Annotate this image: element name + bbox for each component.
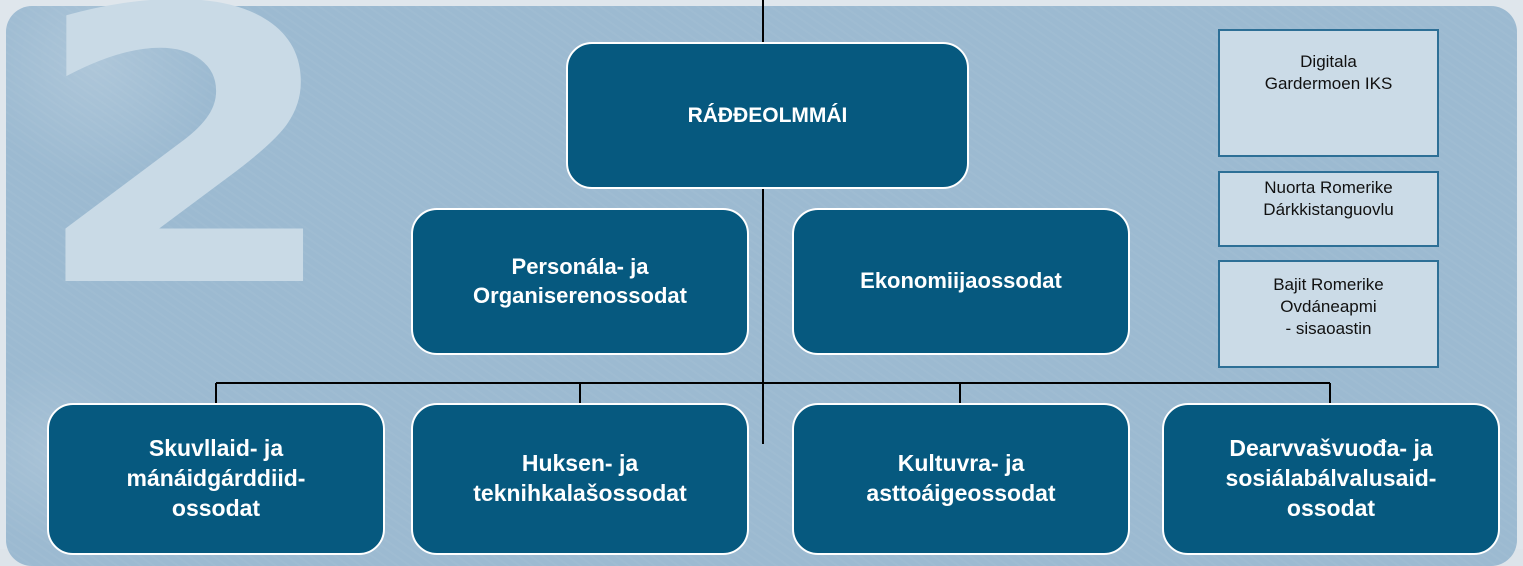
node-personala-ossodat[interactable]: Personála- ja Organiserenossodat [411,208,749,355]
side-unit-digitala-gardermoen[interactable]: Digitala Gardermoen IKS [1218,29,1439,157]
node-huksen-ossodat[interactable]: Huksen- ja teknihkalašossodat [411,403,749,555]
big-number-2: 2 [30,0,342,371]
node-skuvllaid-ossodat[interactable]: Skuvllaid- ja mánáidgárddiid- ossodat [47,403,385,555]
node-kultuvra-ossodat[interactable]: Kultuvra- ja asttoáigeossodat [792,403,1130,555]
org-chart-canvas: 2 RÁĐĐEOLMMÁI Personála- ja Organisereno… [6,0,1517,566]
node-ekonomiijaossodat[interactable]: Ekonomiijaossodat [792,208,1130,355]
side-unit-ovdaneapmi[interactable]: Bajit Romerike Ovdáneapmi - sisaoastin [1218,260,1439,368]
node-dearvvasvuoda-ossodat[interactable]: Dearvvašvuođa- ja sosiálabálvalusaid- os… [1162,403,1500,555]
node-radeolmmai[interactable]: RÁĐĐEOLMMÁI [566,42,969,189]
side-unit-darkkistanguovlu[interactable]: Nuorta Romerike Dárkkistanguovlu [1218,171,1439,247]
